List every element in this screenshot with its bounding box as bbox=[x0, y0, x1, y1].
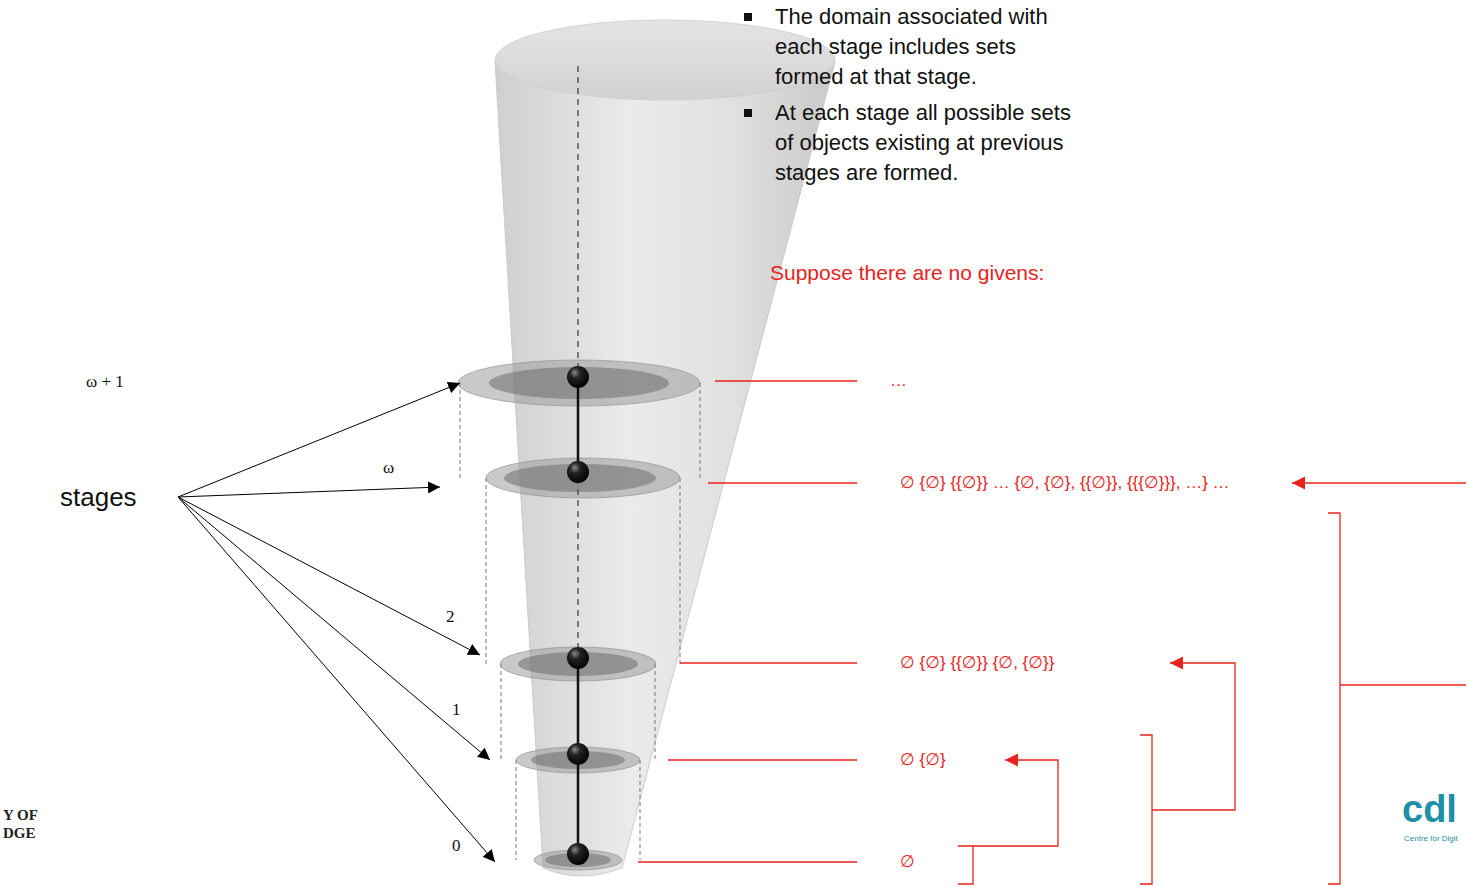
illustration-part bbox=[638, 381, 857, 862]
illustration-part bbox=[577, 66, 579, 383]
set-list: … bbox=[890, 371, 907, 391]
logo-text: Centre for Digit bbox=[1404, 834, 1458, 844]
illustration-part bbox=[973, 760, 1058, 846]
illustration-part bbox=[178, 487, 440, 497]
logo-text: Y OF bbox=[3, 806, 38, 824]
set-list: ∅ bbox=[900, 852, 915, 872]
illustration-part bbox=[1328, 513, 1340, 884]
illustration-part bbox=[744, 13, 752, 117]
logo-text: DGE bbox=[3, 824, 36, 842]
illustration-part bbox=[567, 647, 589, 669]
stage-number: ω bbox=[383, 458, 394, 477]
illustration-part bbox=[700, 383, 701, 478]
illustration-part bbox=[638, 861, 857, 862]
logo-text: cdl bbox=[1402, 788, 1457, 830]
stages-label: stages bbox=[60, 482, 137, 512]
stage-number: 1 bbox=[452, 700, 461, 719]
note-text: Suppose there are no givens: bbox=[770, 260, 1044, 286]
illustration-part bbox=[715, 380, 857, 381]
illustration-part bbox=[1292, 482, 1466, 483]
illustration-part bbox=[460, 383, 700, 860]
bullet-marker bbox=[744, 109, 752, 117]
set-list: ∅ {∅} {{∅}} {∅, {∅}} bbox=[900, 653, 1054, 673]
illustration-part bbox=[460, 383, 461, 478]
illustration-part bbox=[655, 664, 656, 760]
illustration-part bbox=[486, 478, 487, 664]
illustration-part bbox=[486, 458, 680, 498]
illustration-part bbox=[680, 662, 857, 663]
stage-number: ω + 1 bbox=[86, 372, 124, 391]
illustration-part bbox=[567, 366, 589, 865]
stage-number: 2 bbox=[446, 607, 455, 626]
illustration-part bbox=[668, 759, 857, 760]
set-list: ∅ {∅} bbox=[900, 750, 946, 770]
illustration-part bbox=[178, 497, 490, 760]
illustration-part bbox=[178, 383, 495, 862]
illustration-part bbox=[640, 760, 641, 860]
illustration-part bbox=[178, 497, 495, 862]
illustration-part bbox=[501, 664, 502, 760]
illustration-part bbox=[1152, 663, 1235, 810]
illustration-part bbox=[958, 483, 1466, 884]
bullet-text: At each stage all possible sets of objec… bbox=[775, 98, 1090, 188]
set-list: ∅ {∅} {{∅}} … {∅, {∅}, {{∅}}, {{{∅}}}, …… bbox=[900, 473, 1230, 493]
bullet-marker bbox=[744, 13, 752, 21]
illustration-part bbox=[567, 461, 589, 483]
illustration-part bbox=[1340, 684, 1466, 685]
illustration-part bbox=[577, 478, 579, 664]
bullet-text: The domain associated with each stage in… bbox=[775, 2, 1090, 92]
stage-number: 0 bbox=[452, 836, 461, 855]
illustration-part bbox=[178, 383, 460, 497]
illustration-part bbox=[178, 497, 480, 655]
illustration-part bbox=[567, 366, 589, 388]
illustration-part bbox=[958, 846, 973, 884]
illustration-part bbox=[1140, 735, 1152, 884]
illustration-part bbox=[567, 743, 589, 765]
illustration-part bbox=[567, 843, 589, 865]
illustration-part bbox=[516, 760, 517, 860]
illustration-part bbox=[458, 360, 700, 870]
illustration-part bbox=[708, 482, 857, 483]
illustration-part bbox=[680, 478, 681, 664]
